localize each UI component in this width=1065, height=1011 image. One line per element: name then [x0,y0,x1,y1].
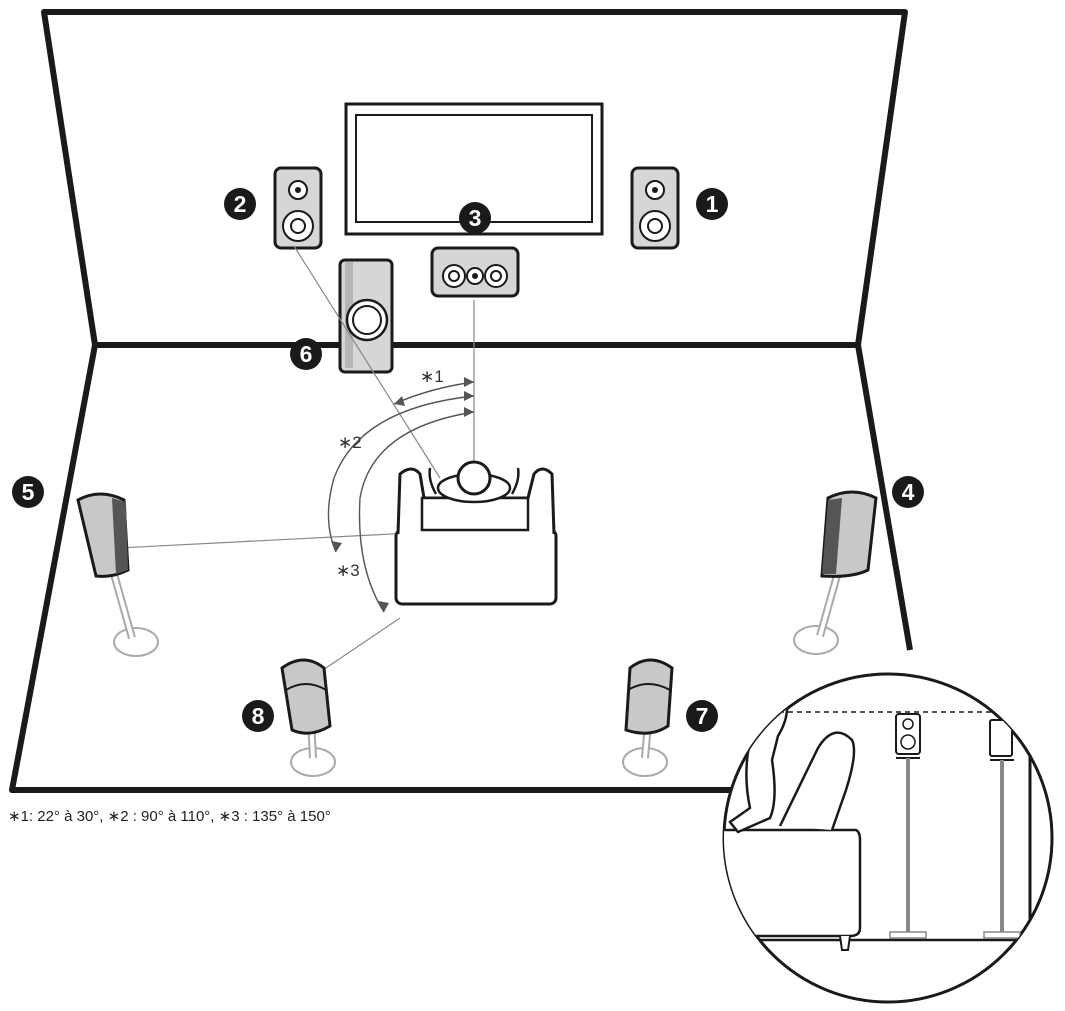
badge-speaker-5: 5 [12,476,44,508]
svg-text:7: 7 [696,703,709,729]
surround-back-right-speaker [622,658,674,777]
room-outline [9,9,955,793]
surround-right-speaker [793,490,878,655]
svg-text:8: 8 [252,703,265,729]
badge-speaker-1: 1 [696,188,728,220]
side-view-inset [722,672,1054,1004]
badge-speaker-6: 6 [290,338,322,370]
arc-angle-2 [327,395,475,553]
subwoofer [338,258,394,374]
line-back-left [319,617,401,673]
line-front-left [293,245,441,479]
arc-angle-3 [358,411,475,613]
sofa-with-listener [394,460,558,606]
badge-speaker-2: 2 [224,188,256,220]
badge-speaker-3: 3 [459,202,491,234]
svg-text:6: 6 [300,341,313,367]
front-right-speaker [630,166,680,250]
angle-label-3: ∗3 [336,561,360,580]
center-speaker [430,246,520,298]
angle-label-2: ∗2 [338,433,362,452]
surround-left-speaker [76,492,159,657]
svg-text:4: 4 [902,479,915,505]
surround-back-left-speaker [280,658,336,777]
front-left-speaker [273,166,323,250]
badge-speaker-8: 8 [242,700,274,732]
svg-text:1: 1 [706,191,719,217]
arc-arrowheads [331,377,474,612]
floor-left-edge [9,344,955,793]
svg-text:2: 2 [234,191,247,217]
svg-text:3: 3 [469,205,482,231]
svg-text:5: 5 [22,479,35,505]
angle-caption: ∗1: 22° à 30°, ∗2 : 90° à 110°, ∗3 : 135… [8,808,331,825]
badge-speaker-7: 7 [686,700,718,732]
badge-speaker-4: 4 [892,476,924,508]
floor-right-edge [855,344,913,651]
reference-lines [117,245,475,673]
angle-label-1: ∗1 [420,367,444,386]
